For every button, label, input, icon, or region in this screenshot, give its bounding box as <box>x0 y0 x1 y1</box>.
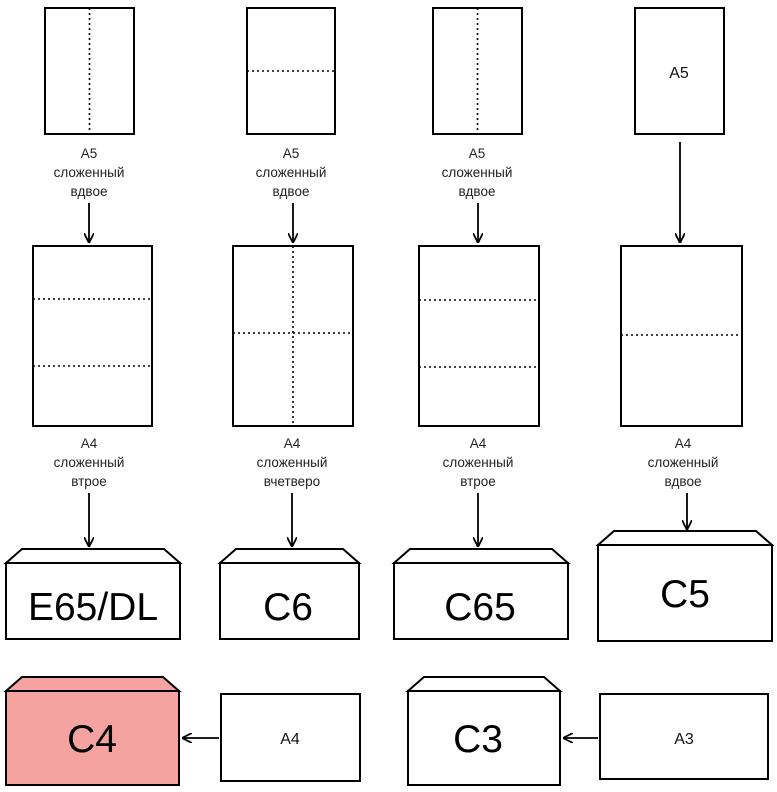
envelope-c3-flap <box>405 676 563 692</box>
mid-label-1-line1: А4 <box>81 436 98 451</box>
mid-label-1-line3: втрое <box>71 474 107 489</box>
sheet-label: A4 <box>280 731 300 748</box>
sheet-label: A3 <box>674 731 694 748</box>
a4-sheet-landscape: A4 <box>220 693 361 782</box>
envelope-c6: C6 <box>217 548 362 640</box>
mid-label-4-line2: сложенный <box>648 455 719 470</box>
top-label-3-line3: вдвое <box>459 184 496 199</box>
column-2: А5 сложенный вдвое А4 сложенный вчетверо… <box>217 7 362 640</box>
a5-sheet-4 <box>634 7 725 135</box>
mid-label-2-line2: сложенный <box>257 455 328 470</box>
envelope-c4: C4 <box>3 676 182 786</box>
top-label-1-line3: вдвое <box>71 184 108 199</box>
top-label-1-line2: сложенный <box>54 165 125 180</box>
a3-sheet-landscape: A3 <box>599 693 769 780</box>
mid-label-2-line3: вчетверо <box>264 474 320 489</box>
mid-label-4-line3: вдвое <box>665 474 702 489</box>
envelope-c3: C3 <box>405 676 563 786</box>
top-label-3-line2: сложенный <box>442 165 513 180</box>
envelope-label: C4 <box>67 718 117 761</box>
envelope-c4-flap <box>3 676 182 692</box>
envelope-c65: C65 <box>391 548 571 640</box>
mid-label-3-line1: А4 <box>470 436 487 451</box>
envelope-label: E65/DL <box>28 586 158 629</box>
top-label-2-line1: А5 <box>283 146 300 161</box>
envelope-c5: C5 <box>595 530 775 642</box>
envelope-e65-dl: E65/DL <box>3 548 183 640</box>
a5-sheet-3 <box>432 7 523 135</box>
a4-sheet-4 <box>620 245 743 427</box>
a5-sheet-1 <box>44 7 135 135</box>
a5-inner-label: А5 <box>669 65 689 82</box>
top-label-2-line3: вдвое <box>273 184 310 199</box>
mid-label-1-line2: сложенный <box>54 455 125 470</box>
column-3: А5 сложенный вдвое А4 сложенный втрое C6… <box>391 7 571 640</box>
a4-sheet-1 <box>32 245 153 427</box>
envelope-label: C65 <box>444 586 516 629</box>
envelope-label: C3 <box>453 718 503 761</box>
top-label-2-line2: сложенный <box>256 165 327 180</box>
top-label-3-line1: А5 <box>469 146 486 161</box>
a4-sheet-3 <box>418 245 540 427</box>
envelope-c3-body <box>407 690 561 786</box>
bottom-row: C4 A4 C3 A3 <box>3 676 769 786</box>
a5-sheet-2 <box>246 7 336 135</box>
column-4: А5 А4 сложенный вдвое C5 <box>595 7 775 642</box>
column-1: А5 сложенный вдвое А4 сложенный втрое E6… <box>3 7 183 640</box>
envelope-c4-body <box>5 690 180 786</box>
mid-label-3-line3: втрое <box>460 474 496 489</box>
envelope-label: C6 <box>263 586 313 629</box>
mid-label-4-line1: А4 <box>675 436 692 451</box>
mid-label-3-line2: сложенный <box>443 455 514 470</box>
mid-label-2-line1: А4 <box>284 436 301 451</box>
top-label-1-line1: А5 <box>81 146 98 161</box>
envelope-label: C5 <box>660 573 710 616</box>
